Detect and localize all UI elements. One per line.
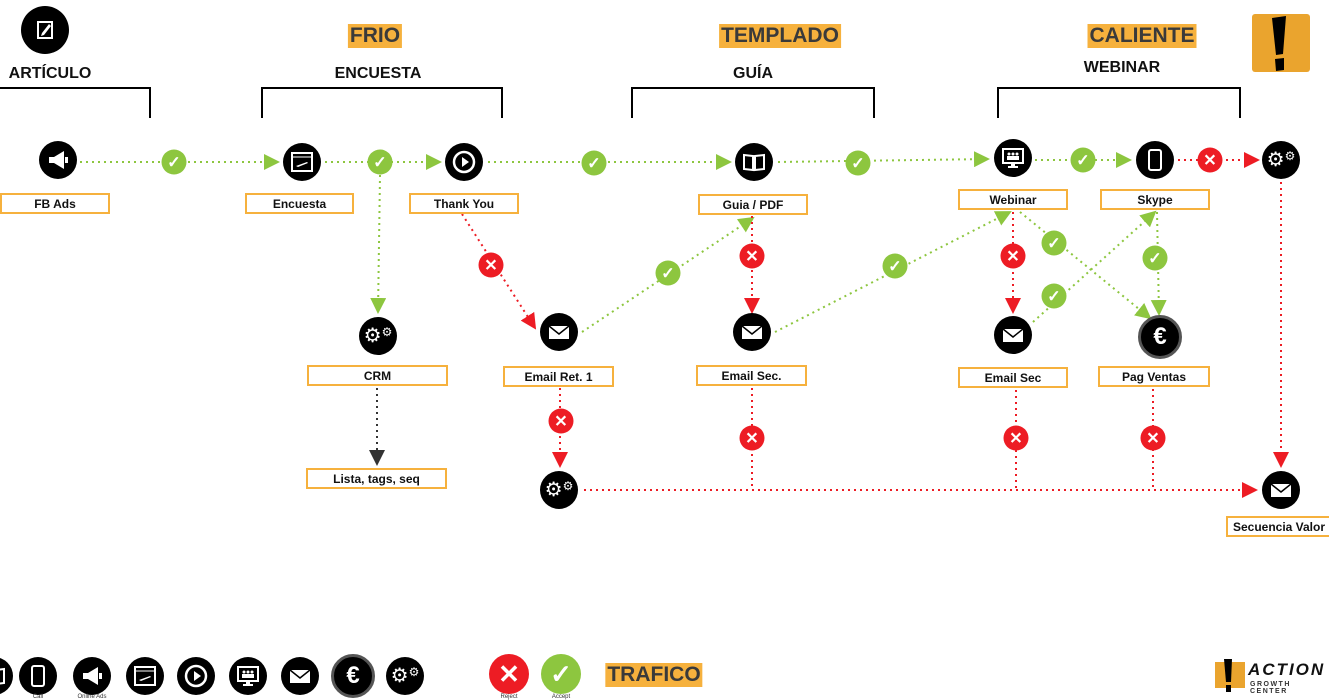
crm-icon[interactable]: ⚙⚙ [359,317,397,355]
gears-icon[interactable]: ⚙⚙ [1262,141,1300,179]
action-growth-center-logo: ACTION GROWTH CENTER [1214,658,1329,695]
accept-icon: ✓ [655,260,681,286]
email-sec-icon[interactable] [733,313,771,351]
legend-call-label: Call [32,694,44,700]
node-skype[interactable]: Skype [1100,189,1210,210]
accept-icon: ✓ [882,253,908,279]
accept-icon: ✓ [1142,245,1168,271]
encuesta-icon[interactable] [283,143,321,181]
pag-ventas-icon[interactable]: € [1138,315,1182,359]
node-email-ret1[interactable]: Email Ret. 1 [503,366,614,387]
legend-reject-label: Reject [500,694,518,700]
webinar-icon[interactable] [994,139,1032,177]
section-guia: GUÍA [733,65,773,82]
stage-frio: FRIO [347,24,403,48]
legend-gears-icon: ⚙⚙ [386,657,424,695]
node-pag-ventas[interactable]: Pag Ventas [1098,366,1210,387]
legend-landing-page-icon [126,657,164,695]
legend-euro-icon: € [331,654,375,698]
thank-you-icon[interactable] [445,143,483,181]
legend-pdf-icon [0,657,13,695]
node-guia-pdf[interactable]: Guia / PDF [698,194,808,215]
reject-icon: ✕ [739,425,765,451]
node-webinar[interactable]: Webinar [958,189,1068,210]
reject-icon: ✕ [1197,147,1223,173]
section-brackets [0,87,1241,118]
reject-icon: ✕ [478,252,504,278]
reject-icon: ✕ [739,243,765,269]
node-email-sec2[interactable]: Email Sec [958,367,1068,388]
fb-ads-icon[interactable] [39,141,77,179]
stage-templado: TEMPLADO [719,24,841,48]
node-secuencia-valor[interactable]: Secuencia Valor [1226,516,1329,537]
accept-icon: ✓ [845,150,871,176]
section-articulo: ARTÍCULO [8,65,92,82]
email-sec2-icon[interactable] [994,316,1032,354]
accept-icon: ✓ [161,149,187,175]
legend-megaphone-icon [73,657,111,695]
logo [1252,14,1310,72]
legend-email-icon [281,657,319,695]
node-lista[interactable]: Lista, tags, seq [306,468,447,489]
stage-caliente: CALIENTE [1087,24,1197,48]
accept-icon: ✓ [581,150,607,176]
legend-accept-label: Accept [551,694,571,700]
node-fb-ads[interactable]: FB Ads [0,193,110,214]
reject-icon: ✕ [1140,425,1166,451]
reject-icon: ✕ [1003,425,1029,451]
node-encuesta[interactable]: Encuesta [245,193,354,214]
accept-icon: ✓ [1041,230,1067,256]
reject-icon: ✕ [1000,243,1026,269]
email-ret1-icon[interactable] [540,313,578,351]
node-thank-you[interactable]: Thank You [409,193,519,214]
section-webinar: WEBINAR [1083,59,1161,76]
node-crm[interactable]: CRM [307,365,448,386]
legend-phone-icon [19,657,57,695]
reject-icon: ✕ [548,408,574,434]
legend-play-icon [177,657,215,695]
guia-icon[interactable] [735,143,773,181]
skype-icon[interactable] [1136,141,1174,179]
trafico-label: TRAFICO [605,663,703,687]
accept-icon: ✓ [1041,283,1067,309]
legend-reject-icon: ✕ [489,654,529,694]
legend-accept-icon: ✓ [541,654,581,694]
legend-webinar-icon [229,657,267,695]
gears-icon[interactable]: ⚙⚙ [540,471,578,509]
accept-icon: ✓ [367,149,393,175]
node-email-sec[interactable]: Email Sec. [696,365,807,386]
section-encuesta: ENCUESTA [334,65,422,82]
article-icon [21,6,69,54]
legend-online-ads-label: Online Ads [77,694,107,700]
secuencia-icon[interactable] [1262,471,1300,509]
accept-icon: ✓ [1070,147,1096,173]
